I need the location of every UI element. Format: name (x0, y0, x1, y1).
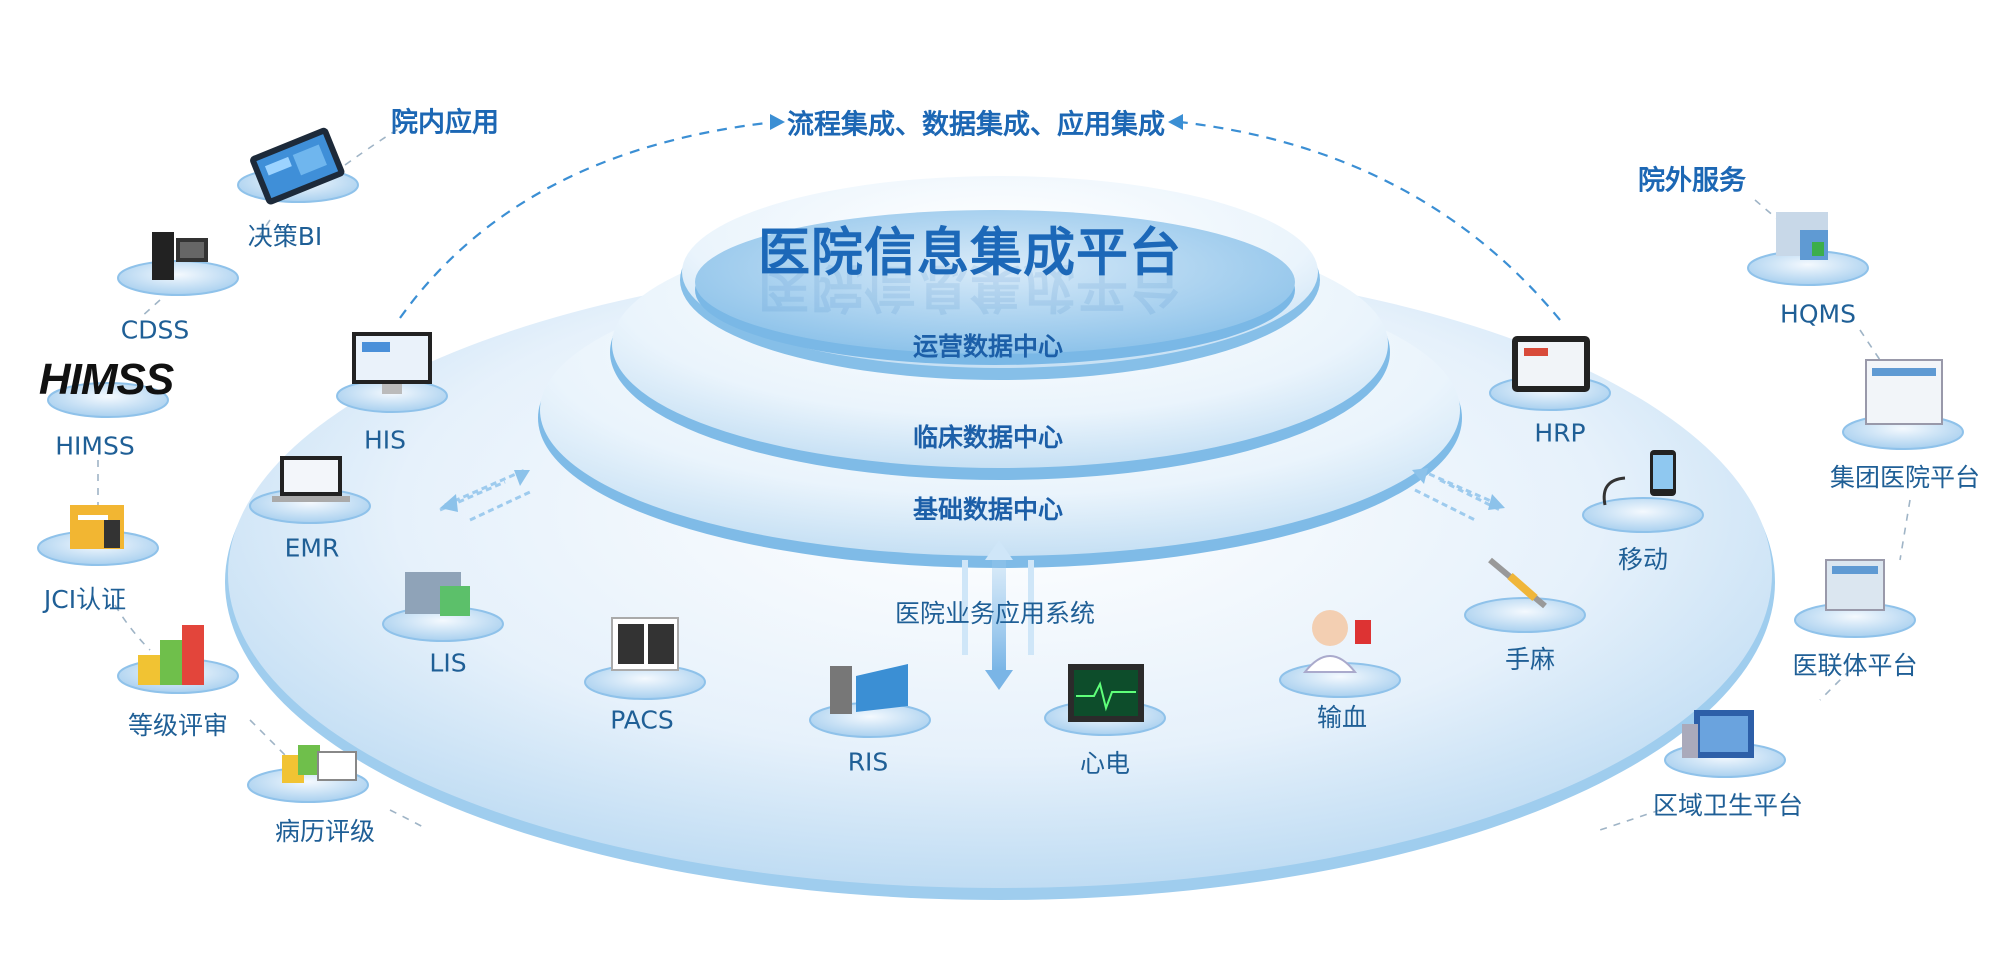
right-arrow-head (1488, 494, 1505, 510)
node-label-pacs: PACS (610, 705, 674, 735)
mobile-icon (1602, 450, 1676, 506)
arrow-head-left (770, 114, 785, 130)
node-label-medical-alliance: 医联体平台 (1792, 651, 1918, 680)
node-label-lis: LIS (429, 648, 467, 678)
platform-title-reflection: 医院信息集成平台 (757, 256, 1183, 317)
node-label-emr: EMR (284, 533, 340, 563)
left-arrow-head (440, 494, 458, 512)
platform-top-disc (695, 210, 1295, 365)
external-services-header: 院外服务 (1638, 165, 1746, 197)
bar-chart-icon (138, 625, 204, 685)
tablet-icon (250, 127, 345, 205)
workstation-icon (152, 232, 208, 280)
center-vertical-arrows (962, 540, 1034, 690)
left-arrow-head-2 (514, 470, 530, 486)
doctor-icon (1302, 610, 1371, 673)
node-label-decision-bi: 决策BI (247, 222, 323, 251)
internal-apps-header: 院内应用 (391, 107, 499, 139)
himss-logo: HIMSS (38, 355, 174, 404)
arrow-head-right (1168, 114, 1183, 130)
regional-computer-icon (1682, 710, 1754, 758)
node-label-regional-health: 区域卫生平台 (1652, 791, 1804, 820)
lis-computer-icon (405, 572, 470, 616)
node-label-cdss: CDSS (120, 315, 190, 345)
node-label-ecg: 心电 (1079, 749, 1131, 778)
layer-foundation-label: 基础数据中心 (912, 495, 1064, 524)
records-icon (282, 745, 357, 783)
layer-operation-label: 运营数据中心 (912, 332, 1064, 361)
xray-film-icon (611, 617, 679, 671)
syringe-icon (1488, 557, 1547, 609)
node-label-ris: RIS (847, 747, 889, 777)
ris-computer-icon (830, 664, 908, 714)
alliance-screen-icon (1825, 559, 1885, 611)
emr-laptop-icon (272, 456, 350, 502)
jci-book-icon (70, 505, 124, 549)
node-label-group-hospital: 集团医院平台 (1829, 463, 1981, 492)
node-label-himss: HIMSS (55, 431, 135, 461)
hrp-tablet-icon (1512, 336, 1590, 392)
node-label-jci: JCI认证 (43, 585, 127, 614)
node-label-transfusion: 输血 (1316, 703, 1368, 732)
group-hospital-screen-icon (1865, 359, 1943, 425)
integration-dashed-arc (399, 120, 1561, 321)
his-monitor-icon (352, 332, 432, 394)
hqms-monitor-icon (1776, 212, 1828, 260)
business-systems-label: 医院业务应用系统 (894, 599, 1096, 628)
node-label-his: HIS (363, 425, 407, 455)
layer-clinical-label: 临床数据中心 (912, 423, 1064, 452)
node-label-hrp: HRP (1534, 418, 1586, 448)
integration-label: 流程集成、数据集成、应用集成 (787, 109, 1165, 141)
ecg-monitor-icon (1068, 664, 1144, 722)
right-arrow-head-2 (1412, 468, 1428, 484)
node-label-mobile: 移动 (1617, 545, 1669, 574)
node-label-anesthesia: 手麻 (1504, 645, 1556, 674)
node-label-grade-review: 等级评审 (127, 711, 229, 740)
node-label-hqms: HQMS (1780, 299, 1856, 329)
node-label-record-grading: 病历评级 (274, 817, 376, 846)
platform-title: 医院信息集成平台 (757, 223, 1183, 284)
internal-links (97, 127, 426, 829)
external-links (1599, 199, 1911, 831)
